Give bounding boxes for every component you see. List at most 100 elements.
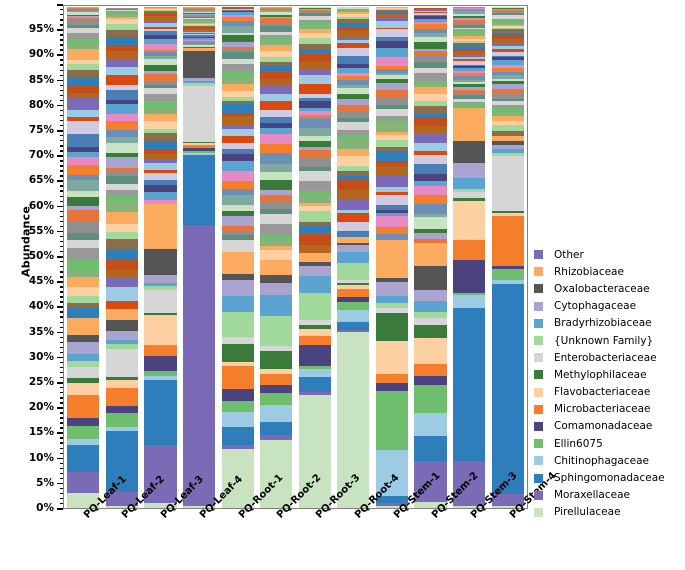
bar-column[interactable] [295, 6, 334, 508]
legend-item[interactable]: Sphingomonadaceae [534, 469, 684, 486]
tick-mark [59, 200, 63, 202]
bar-segment-other [414, 180, 447, 186]
bar-segment-other [144, 23, 177, 28]
tick-mark [59, 160, 63, 162]
bar-segment-other [298, 244, 331, 254]
bar-segment-other [414, 24, 447, 29]
tick-mark [59, 69, 63, 71]
bar-segment [337, 280, 370, 284]
bar-segment-other [337, 16, 370, 19]
legend-label: Chitinophagaceae [554, 454, 649, 467]
bar-segment-other [298, 9, 331, 11]
bar-segment-other [491, 98, 524, 102]
legend-item[interactable]: Rhizobiaceae [534, 263, 684, 280]
tick-mark [59, 402, 63, 404]
bar-column[interactable] [411, 6, 450, 508]
legend-item[interactable]: Oxalobacteraceae [534, 280, 684, 297]
bar-segment-other [375, 8, 409, 10]
bar-segment-other [105, 167, 138, 172]
bar-column[interactable] [64, 6, 103, 508]
bar-segment-other [67, 239, 100, 249]
tick-mark [57, 256, 63, 258]
bar-segment-other [491, 9, 524, 11]
bar-segment [105, 492, 138, 506]
bar-segment-other [105, 12, 138, 14]
legend-item[interactable]: Pirellulaceae [534, 504, 684, 521]
legend-item[interactable]: Cytophagaceae [534, 298, 684, 315]
bar-segment-other [67, 286, 100, 296]
tick-mark [59, 371, 63, 374]
bar-segment [375, 312, 409, 341]
bar-column[interactable] [373, 6, 412, 508]
bar-segment [260, 351, 293, 369]
legend-item[interactable]: Methylophilaceae [534, 366, 684, 383]
bar-segment-other [182, 17, 216, 19]
tick-mark [59, 240, 63, 243]
bar-segment-other [452, 64, 486, 67]
bar-segment-other [491, 21, 524, 25]
bar-segment [452, 163, 486, 179]
bar-segment [67, 438, 100, 446]
bar-column[interactable] [141, 6, 180, 508]
legend-item[interactable]: Enterobacteriaceae [534, 349, 684, 366]
bar-segment [105, 343, 138, 349]
bar-segment [414, 337, 447, 364]
bar-segment-other [414, 33, 447, 37]
legend-label: Oxalobacteraceae [554, 282, 650, 295]
tick-mark [59, 462, 63, 465]
tick-mark [59, 472, 63, 475]
legend-item[interactable]: Bradyrhizobiaceae [534, 315, 684, 332]
bar-segment-other [414, 28, 447, 34]
bar-column[interactable] [334, 6, 373, 508]
legend-item[interactable]: {Unknown Family} [534, 332, 684, 349]
bar-segment-other [414, 48, 447, 52]
bar-segment-other [105, 156, 138, 168]
bar-segment-other [221, 189, 254, 196]
legend-item[interactable]: Comamonadaceae [534, 418, 684, 435]
tick-mark [59, 376, 63, 379]
bar-column[interactable] [103, 6, 142, 508]
bar-segment [221, 251, 254, 274]
bar-segment-other [491, 19, 524, 21]
bar-segment-other [414, 213, 447, 218]
bar-segment-other [260, 9, 293, 11]
legend-item[interactable]: Flavobacteriaceae [534, 384, 684, 401]
bar-column[interactable] [488, 6, 527, 508]
bar-segment-other [144, 16, 177, 22]
bar-segment-other [491, 64, 524, 69]
bar-segment-other [260, 122, 293, 129]
bar-segment-other [182, 36, 216, 39]
bar-segment [260, 259, 293, 275]
bar-segment-other [491, 81, 524, 84]
bar-segment-other [260, 128, 293, 135]
legend-item[interactable]: Microbacteriaceae [534, 401, 684, 418]
bar-column[interactable] [218, 6, 257, 508]
bar-column[interactable] [257, 6, 296, 508]
bar-column[interactable] [450, 6, 489, 508]
bar-segment-other [260, 94, 293, 101]
bar-segment [414, 501, 447, 508]
bar-segment-other [491, 20, 524, 22]
tick-mark [57, 180, 63, 182]
tick-mark [59, 271, 63, 273]
bar-segment-other [375, 82, 409, 90]
bar-segment-other [144, 28, 177, 32]
bar-segment-other [337, 37, 370, 41]
bar-segment-other [182, 9, 216, 11]
legend-item[interactable]: Ellin6075 [534, 435, 684, 452]
bar-segment-other [337, 180, 370, 190]
bar-segment-other [105, 60, 138, 67]
legend-item[interactable]: Moraxellaceae [534, 487, 684, 504]
legend-item[interactable]: Other [534, 246, 684, 263]
bar-segment-other [144, 133, 177, 142]
bar-segment-other [144, 180, 177, 185]
bar-segment-other [182, 13, 216, 15]
legend-label: Enterobacteriaceae [554, 351, 657, 364]
bar-segment-other [375, 65, 409, 69]
legend-item[interactable]: Chitinophagaceae [534, 452, 684, 469]
bar-segment-other [144, 9, 177, 11]
bar-segment-other [337, 12, 370, 14]
bar-column[interactable] [180, 6, 219, 508]
bar-segment-other [260, 7, 293, 9]
bar-segment-other [182, 15, 216, 18]
